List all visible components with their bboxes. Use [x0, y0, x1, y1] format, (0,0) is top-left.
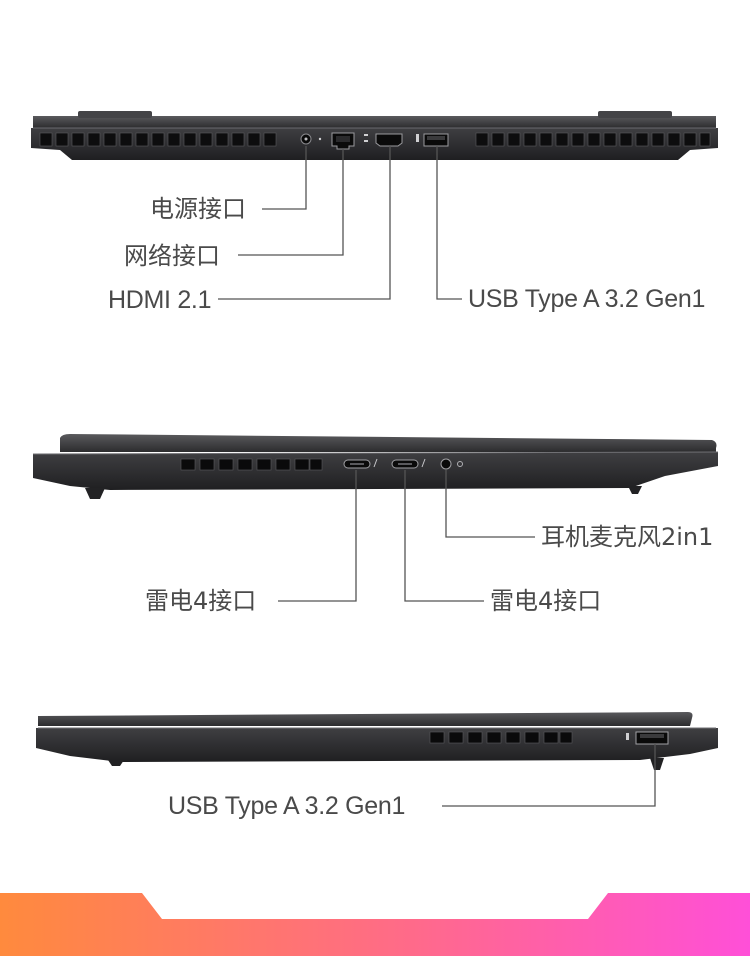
audio-jack-icon	[440, 458, 463, 470]
thunderbolt-port-2-label: 雷电4接口	[490, 587, 602, 615]
rear-usb-a-port-label: USB Type A 3.2 Gen1	[468, 285, 706, 313]
right-side-vent	[429, 731, 573, 744]
hdmi-port-icon	[364, 133, 403, 147]
right-usb-a-port-icon	[626, 731, 669, 745]
thunderbolt-port-1-label: 雷电4接口	[145, 587, 257, 615]
left-leader-lines	[278, 470, 535, 602]
right-usb-a-port-label: USB Type A 3.2 Gen1	[168, 792, 406, 820]
hdmi-port-label: HDMI 2.1	[108, 286, 212, 314]
laptop-right-view	[36, 712, 718, 807]
thunderbolt-port-1-icon	[343, 458, 378, 469]
rear-usb-a-port-icon	[416, 133, 449, 147]
network-port-icon	[331, 132, 355, 150]
power-port-icon	[300, 133, 322, 145]
laptop-left-view	[32, 434, 719, 602]
left-side-vent	[180, 458, 323, 471]
rear-leader-lines	[218, 146, 462, 300]
power-port-label: 电源接口	[150, 195, 246, 223]
right-leader-line	[442, 744, 656, 807]
rear-left-vent	[39, 132, 277, 147]
network-port-label: 网络接口	[124, 242, 220, 270]
audio-jack-label: 耳机麦克风2in1	[541, 523, 714, 551]
thunderbolt-port-2-icon	[391, 458, 426, 469]
laptop-rear-view	[31, 111, 718, 300]
rear-right-vent	[475, 132, 711, 147]
bottom-gradient-banner	[0, 893, 750, 956]
